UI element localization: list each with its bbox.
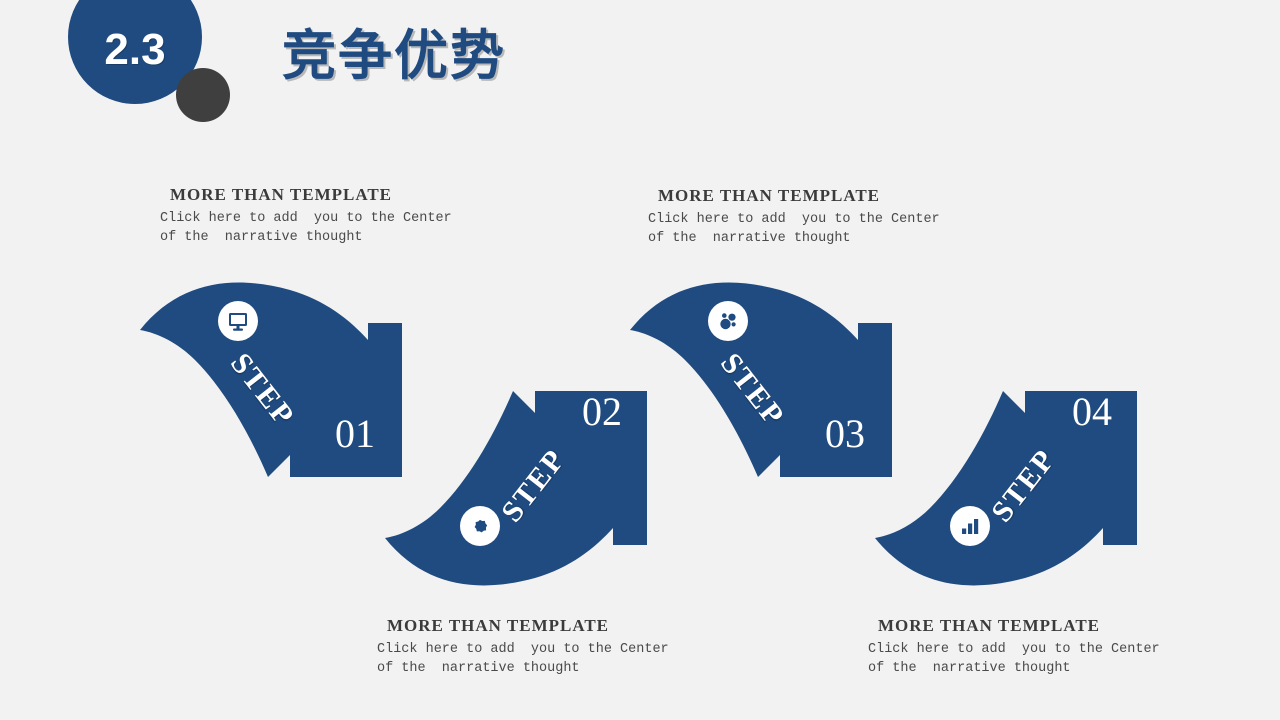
step-arrow-2[interactable]: STEP 02 (385, 378, 655, 586)
bar-chart-icon (962, 519, 979, 534)
gear-flower-icon (470, 516, 490, 536)
caption-heading-3: MORE THAN TEMPLATE (387, 616, 610, 635)
step-arrow-3[interactable]: STEP 03 (630, 282, 900, 490)
step-arrow-1-shape (140, 282, 402, 477)
caption-heading-4: MORE THAN TEMPLATE (878, 616, 1101, 635)
step-arrow-2-shape (385, 391, 647, 586)
caption-block-1: MORE THAN TEMPLATE Click here to add you… (160, 185, 460, 247)
bubbles-icon (720, 313, 736, 330)
step-arrow-4-shape (875, 391, 1137, 586)
page-title: 竞争优势 (282, 26, 506, 86)
step-number-3: 03 (825, 411, 865, 456)
monitor-icon (229, 313, 247, 331)
caption-block-3: MORE THAN TEMPLATE Click here to add you… (377, 616, 677, 678)
caption-body-3: Click here to add you to the Center of t… (377, 642, 669, 676)
bubbles-icon-badge (708, 301, 748, 341)
caption-heading-2: MORE THAN TEMPLATE (658, 186, 881, 205)
decorative-dot (176, 68, 230, 122)
step-number-1: 01 (335, 411, 375, 456)
step-arrow-3-shape (630, 282, 892, 477)
step-number-4: 04 (1072, 389, 1112, 434)
caption-block-2: MORE THAN TEMPLATE Click here to add you… (648, 186, 948, 248)
step-arrow-1[interactable]: STEP 01 (140, 282, 410, 490)
caption-heading-1: MORE THAN TEMPLATE (170, 185, 393, 204)
caption-body-2: Click here to add you to the Center of t… (648, 212, 940, 246)
slide-header: 2.3 竞争优势 (0, 0, 1280, 130)
caption-body-4: Click here to add you to the Center of t… (868, 642, 1160, 676)
bar-chart-icon-badge (950, 506, 990, 546)
caption-body-1: Click here to add you to the Center of t… (160, 211, 452, 245)
gear-flower-icon-badge (460, 506, 500, 546)
section-number-label: 2.3 (104, 25, 166, 74)
caption-block-4: MORE THAN TEMPLATE Click here to add you… (868, 616, 1168, 678)
step-number-2: 02 (582, 389, 622, 434)
monitor-icon-badge (218, 301, 258, 341)
step-arrow-4[interactable]: STEP 04 (875, 378, 1145, 586)
